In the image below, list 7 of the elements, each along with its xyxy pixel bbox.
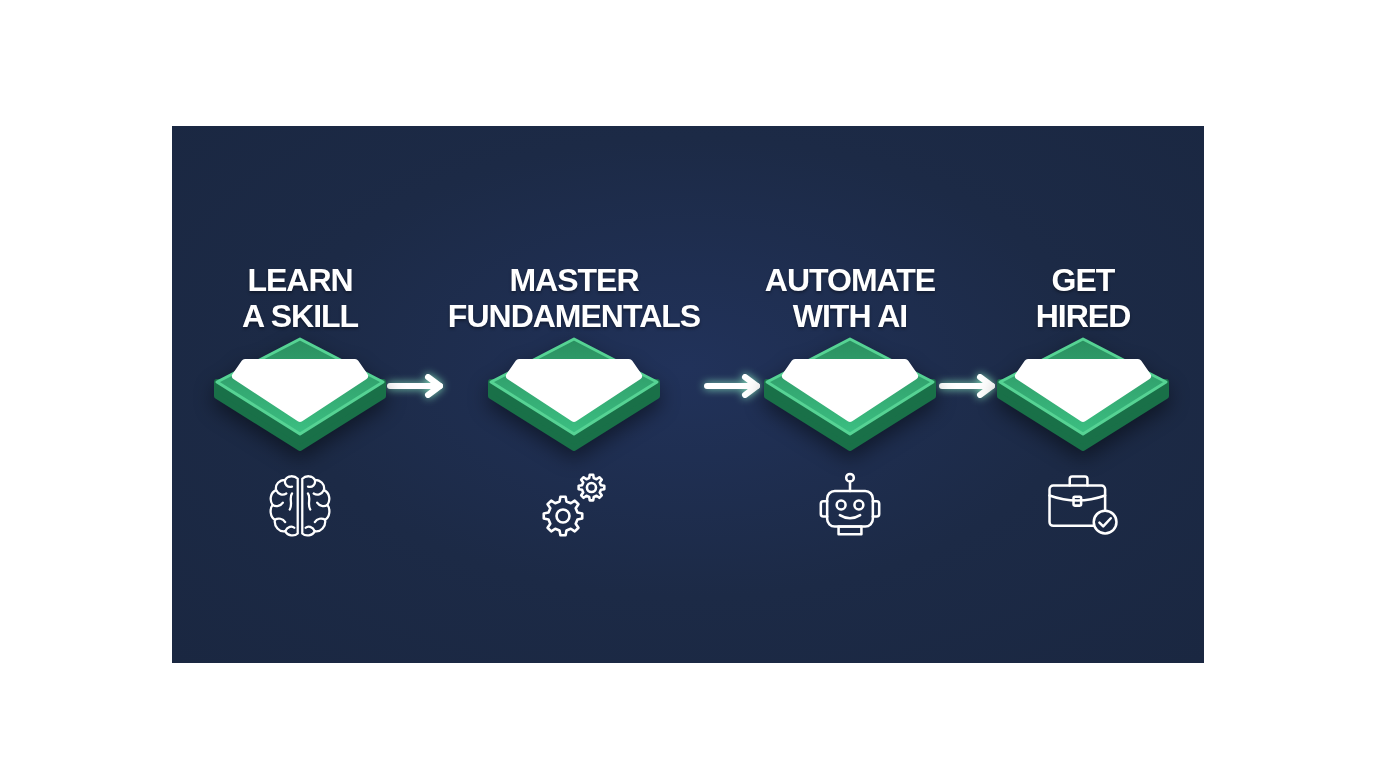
step-title: LEARN A SKILL — [240, 262, 360, 334]
step-title: AUTOMATE WITH AI — [763, 262, 937, 334]
step-title: GET HIRED — [1034, 262, 1132, 334]
step-title: MASTER FUNDAMENTALS — [446, 262, 702, 334]
arrow — [939, 374, 995, 398]
arrow — [387, 374, 443, 398]
arrow — [704, 374, 760, 398]
